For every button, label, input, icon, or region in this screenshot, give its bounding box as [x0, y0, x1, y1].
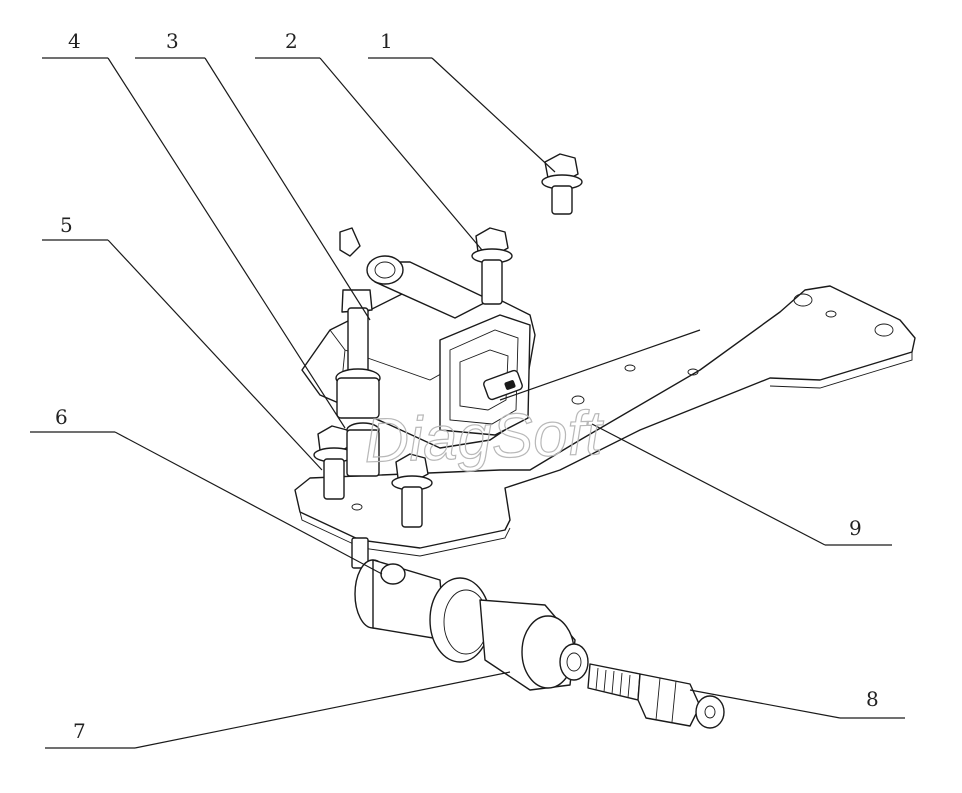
- callout-label-9: 9: [849, 516, 862, 540]
- leader-lines: [30, 57, 905, 749]
- bolt-5: [313, 425, 355, 500]
- spacer-4: [346, 422, 380, 477]
- watermark: DiagSoft: [363, 399, 606, 476]
- bolt-2: [471, 227, 513, 305]
- callout-label-8: 8: [866, 687, 879, 711]
- callout-label-3: 3: [166, 29, 179, 53]
- callout-label-2: 2: [285, 29, 298, 53]
- sensor-8: [587, 663, 725, 729]
- callout-label-4: 4: [68, 29, 81, 53]
- bolt-1: [541, 153, 583, 215]
- callout-label-7: 7: [73, 719, 86, 743]
- callout-label-1: 1: [380, 29, 393, 53]
- callout-label-6: 6: [55, 405, 68, 429]
- callout-labels: 1 2 3 4 5 6 7 8 9: [55, 29, 879, 743]
- bolt-front: [391, 453, 433, 528]
- callout-label-5: 5: [60, 213, 73, 237]
- control-unit-body: [301, 227, 536, 449]
- cylinder-assembly: [351, 537, 589, 691]
